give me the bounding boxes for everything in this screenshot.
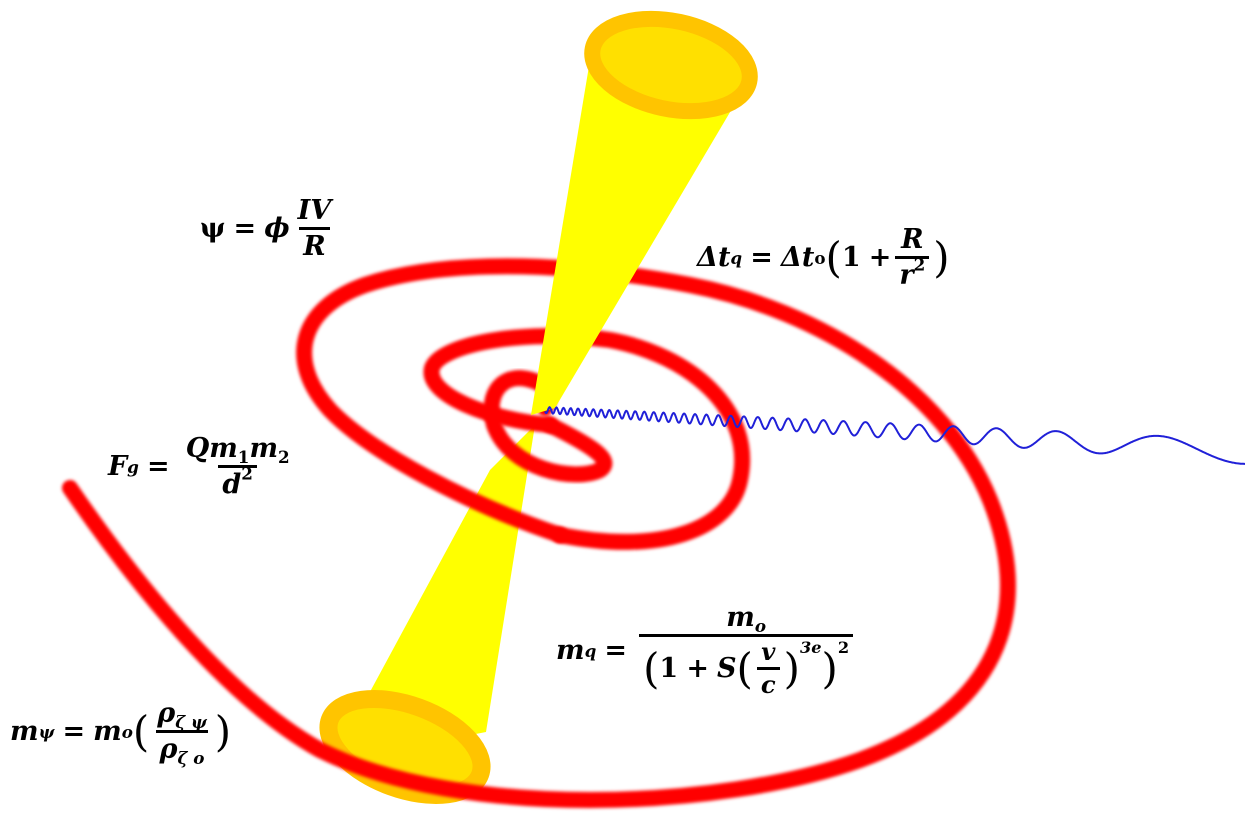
- eq-mq-fraction: mo ( 1 + S ( v c )3e )2: [639, 604, 854, 698]
- spiral-middle-arm: [423, 328, 751, 550]
- eq-mpsi-num-sub: ζ ψ: [175, 711, 207, 732]
- eq-f-den: d2: [218, 465, 257, 498]
- eq-dt-lhs: Δt: [697, 242, 731, 273]
- eq-mpsi-lhs: m: [10, 716, 39, 747]
- eq-mq-num-sub: o: [754, 615, 766, 636]
- eq-mq-inner-sup: 3e: [799, 638, 822, 657]
- eq-dt-plus: +: [868, 242, 892, 273]
- eq-mq-close: ): [821, 644, 838, 694]
- eq-f-den-base: d: [222, 469, 242, 500]
- eq-dt-den-base: r: [899, 260, 914, 291]
- eq-dt-equals: =: [750, 242, 773, 273]
- eq-mq-plus: +: [686, 653, 709, 685]
- eq-mq-lhs: m: [556, 635, 585, 667]
- eq-mpsi-den-base: ρ: [159, 734, 178, 765]
- eq-mq-num: mo: [722, 604, 770, 634]
- eq-psi-num: IV: [297, 195, 332, 226]
- eq-mq-equals: =: [604, 635, 627, 667]
- eq-f-num-a-sub: 1: [237, 446, 250, 467]
- eq-mq-inner-open: (: [736, 644, 753, 694]
- eq-mpsi-rhs: m: [93, 716, 122, 747]
- eq-mq-den: ( 1 + S ( v c )3e )2: [639, 634, 854, 698]
- eq-dt-open: (: [825, 232, 842, 282]
- eq-f-den-sup: 2: [241, 463, 253, 484]
- eq-mpsi-den: ρζ o: [155, 730, 209, 766]
- eq-mq-c: c: [756, 667, 780, 697]
- eq-mq-s: S: [717, 653, 737, 685]
- eq-mpsi-den-sub: ζ o: [177, 747, 205, 768]
- eq-mq-one: 1: [659, 653, 679, 685]
- eq-mq-inner-close: ): [783, 644, 800, 694]
- eq-f-lhs: F: [108, 451, 128, 482]
- eq-mpsi-open: (: [132, 706, 150, 756]
- eq-mpsi-num-base: ρ: [157, 698, 176, 729]
- upper-beam-cone: [531, 60, 752, 415]
- eq-mq-v: v: [761, 637, 776, 666]
- eq-f-equals: =: [146, 451, 170, 482]
- eq-psi-equals: =: [233, 213, 257, 244]
- eq-mpsi-equals: =: [62, 716, 86, 747]
- eq-mpsi-close: ): [214, 706, 232, 756]
- eq-mq-open: (: [643, 644, 660, 694]
- upper-beam-rim: [584, 10, 758, 120]
- eq-psi-den: R: [299, 227, 330, 260]
- eq-dt-den: r2: [895, 254, 930, 291]
- eq-mpsi-fraction: ρζ ψ ρζ o: [153, 700, 210, 766]
- eq-dt-close: ): [933, 232, 950, 282]
- eq-dt-fraction: R r2: [895, 224, 930, 291]
- emitted-wave: [544, 405, 1245, 465]
- eq-f-num-b: m: [249, 433, 279, 464]
- eq-psi-coef: ϕ: [264, 213, 290, 244]
- eq-f-num-a: Qm: [185, 433, 238, 464]
- eq-mpsi-num: ρζ ψ: [153, 700, 210, 730]
- eq-dt-rhs: Δt: [780, 242, 815, 273]
- eq-dt-den-sup: 2: [913, 254, 926, 275]
- spiral-outer-arm: [62, 258, 1016, 808]
- eq-mq-outer-sup: 2: [837, 638, 850, 657]
- eq-f-num: Qm1m2: [182, 435, 294, 465]
- eq-psi-lhs: ψ: [200, 213, 226, 244]
- eq-psi-fraction: IV R: [294, 197, 336, 260]
- eq-dt-num: R: [901, 224, 924, 255]
- spiral-inner-arm: [483, 369, 613, 483]
- eq-dt-one: 1: [841, 242, 861, 273]
- eq-f-fraction: Qm1m2 d2: [182, 435, 294, 498]
- eq-f-num-b-sub: 2: [278, 446, 290, 467]
- eq-mq-num-base: m: [726, 602, 755, 633]
- eq-mq-inner-fraction: v c: [756, 637, 780, 698]
- equation-psi: ψ = ϕ IV R: [200, 197, 339, 260]
